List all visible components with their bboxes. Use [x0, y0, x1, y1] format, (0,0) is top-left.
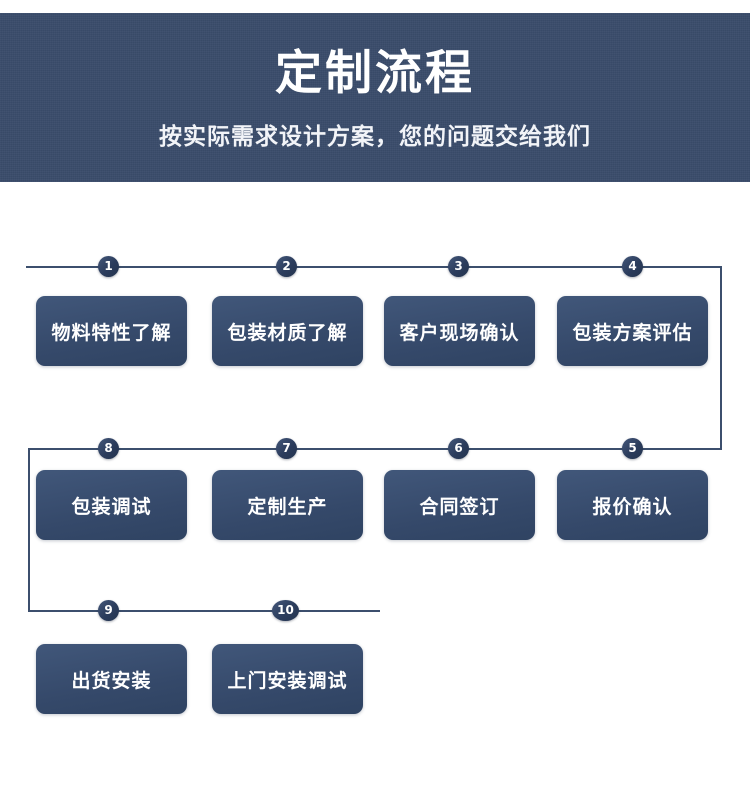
step-box-10[interactable]: 上门安装调试 [212, 644, 363, 714]
connector-line-row3 [28, 610, 380, 612]
step-box-9[interactable]: 出货安装 [36, 644, 187, 714]
step-marker-3: 3 [448, 256, 469, 277]
step-box-7[interactable]: 定制生产 [212, 470, 363, 540]
step-marker-2: 2 [276, 256, 297, 277]
step-marker-1: 1 [98, 256, 119, 277]
connector-line-row2 [28, 448, 722, 450]
step-marker-4: 4 [622, 256, 643, 277]
step-box-1[interactable]: 物料特性了解 [36, 296, 187, 366]
step-marker-9: 9 [98, 600, 119, 621]
page-subtitle: 按实际需求设计方案，您的问题交给我们 [159, 123, 591, 149]
step-box-6[interactable]: 合同签订 [384, 470, 535, 540]
page-title: 定制流程 [275, 46, 475, 99]
step-box-3[interactable]: 客户现场确认 [384, 296, 535, 366]
step-marker-5: 5 [622, 438, 643, 459]
step-box-2[interactable]: 包装材质了解 [212, 296, 363, 366]
step-marker-8: 8 [98, 438, 119, 459]
connector-drop-right [720, 266, 722, 450]
connector-drop-left [28, 448, 30, 612]
process-flow-diagram: 1 2 3 4 物料特性了解 包装材质了解 客户现场确认 包装方案评估 8 7 … [0, 182, 750, 806]
step-box-8[interactable]: 包装调试 [36, 470, 187, 540]
connector-line-row1 [26, 266, 722, 268]
step-marker-6: 6 [448, 438, 469, 459]
step-marker-10: 10 [272, 600, 299, 621]
step-marker-7: 7 [276, 438, 297, 459]
step-box-4[interactable]: 包装方案评估 [557, 296, 708, 366]
step-box-5[interactable]: 报价确认 [557, 470, 708, 540]
page-banner: 定制流程 按实际需求设计方案，您的问题交给我们 [0, 13, 750, 182]
